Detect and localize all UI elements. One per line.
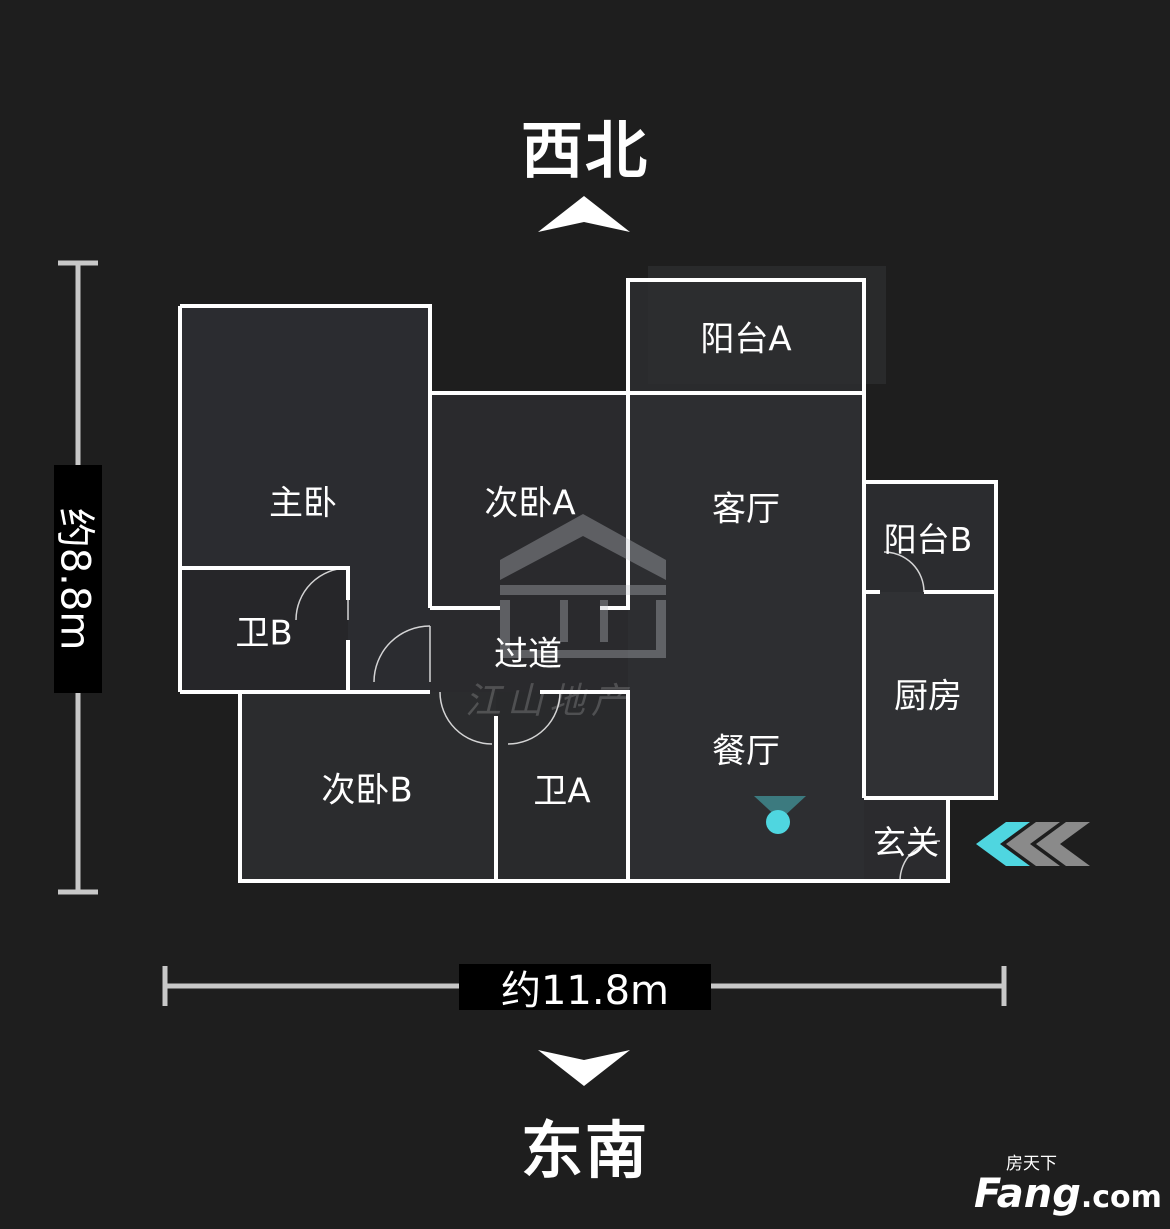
floor-fills (180, 266, 996, 881)
south-direction-label: 东南 (520, 1114, 649, 1187)
room-label-master-bedroom: 主卧 (269, 483, 337, 524)
watermark-logo-icon (500, 514, 666, 658)
room-label-corridor: 过道 (494, 634, 562, 675)
room-label-dining-room: 餐厅 (712, 731, 780, 772)
watermark-text: 江山地产 (465, 681, 634, 722)
width-dimension-line (162, 966, 1007, 1006)
room-label-kitchen: 厨房 (894, 676, 962, 717)
location-marker-icon (754, 796, 806, 834)
door-swings (295, 551, 941, 882)
brand-name: Fang (974, 1171, 1081, 1217)
room-label-bathroom-b: 卫B (235, 613, 293, 654)
room-label-bedroom-a: 次卧A (484, 483, 576, 524)
brand-main-text: Fang.com (974, 1173, 1162, 1219)
entrance-arrows-icon (976, 822, 1090, 866)
south-arrow-icon (538, 1048, 630, 1086)
brand-top-text: 房天下 (1006, 1154, 1057, 1174)
room-label-living-room: 客厅 (712, 489, 780, 530)
brand-suffix: .com (1080, 1180, 1162, 1215)
north-direction-label: 西北 (520, 114, 649, 187)
room-label-entrance: 玄关 (873, 823, 939, 862)
room-label-bedroom-b: 次卧B (321, 770, 413, 811)
width-dimension-label: 约11.8m (459, 964, 711, 1014)
room-label-balcony-b: 阳台B (883, 520, 973, 559)
height-dimension-line (58, 260, 98, 895)
height-dimension-text: 约8.8m (51, 507, 98, 651)
room-label-bathroom-a: 卫A (533, 771, 591, 812)
brand-logo: 房天下 Fang.com (974, 1155, 1162, 1219)
north-arrow-icon (538, 196, 630, 234)
room-label-balcony-a: 阳台A (700, 319, 792, 360)
height-dimension-label: 约8.8m (51, 465, 102, 693)
walls (178, 278, 998, 883)
